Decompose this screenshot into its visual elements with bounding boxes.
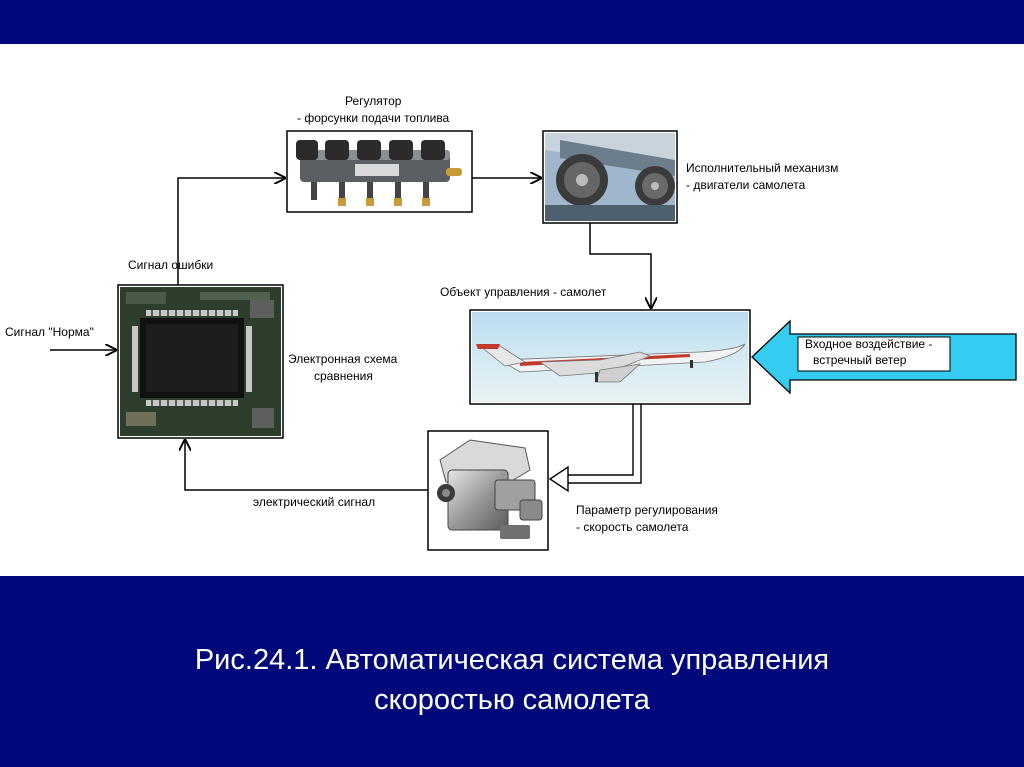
diagram-area: Регулятор - форсунки подачи топлива Испо… [0,44,1024,576]
actuator-box [542,130,678,224]
regulator-box [286,130,473,213]
chip-image [120,287,281,436]
control-object-label: Объект управления - самолет [440,285,607,299]
control-object-box [469,309,751,405]
comparator-label-line1: Электронная схема [288,352,398,366]
regulated-parameter-arrow [548,404,642,493]
airplane-image [472,312,748,402]
param-label-line1: Параметр регулирования [576,503,718,517]
caption-line1: Рис.24.1. Автоматическая система управле… [194,644,830,676]
speed-sensor-image [437,439,543,539]
norm-signal-label: Сигнал "Норма" [5,325,94,339]
param-label-line2: - скорость самолета [576,520,689,534]
electric-signal-line [185,440,428,491]
error-signal-line [177,178,285,285]
wind-input-arrow [751,319,1017,395]
actuator-label-line2: - двигатели самолета [686,178,806,192]
comparator-label-line2: сравнения [314,369,373,383]
fuel-injectors-image [296,140,462,206]
error-signal-label: Сигнал ошибки [128,258,214,272]
comparator-box [117,284,284,439]
regulator-label-line1: Регулятор [345,94,402,108]
actuator-label-line1: Исполнительный механизм [686,161,839,175]
input-label-line2: встречный ветер [813,353,907,367]
diagram-svg [50,130,1017,551]
figure-caption: Рис.24.1. Автоматическая система управле… [0,640,1024,720]
jet-engines-image [545,133,675,221]
electric-signal-label: электрический сигнал [253,495,376,509]
input-label-line1: Входное воздействие - [805,337,933,351]
caption-line2: скоростью самолета [374,684,650,716]
top-band [0,0,1024,44]
regulator-label-line2: - форсунки подачи топлива [297,111,450,125]
sensor-box [427,430,549,551]
actuator-to-object-arrow [589,223,651,308]
